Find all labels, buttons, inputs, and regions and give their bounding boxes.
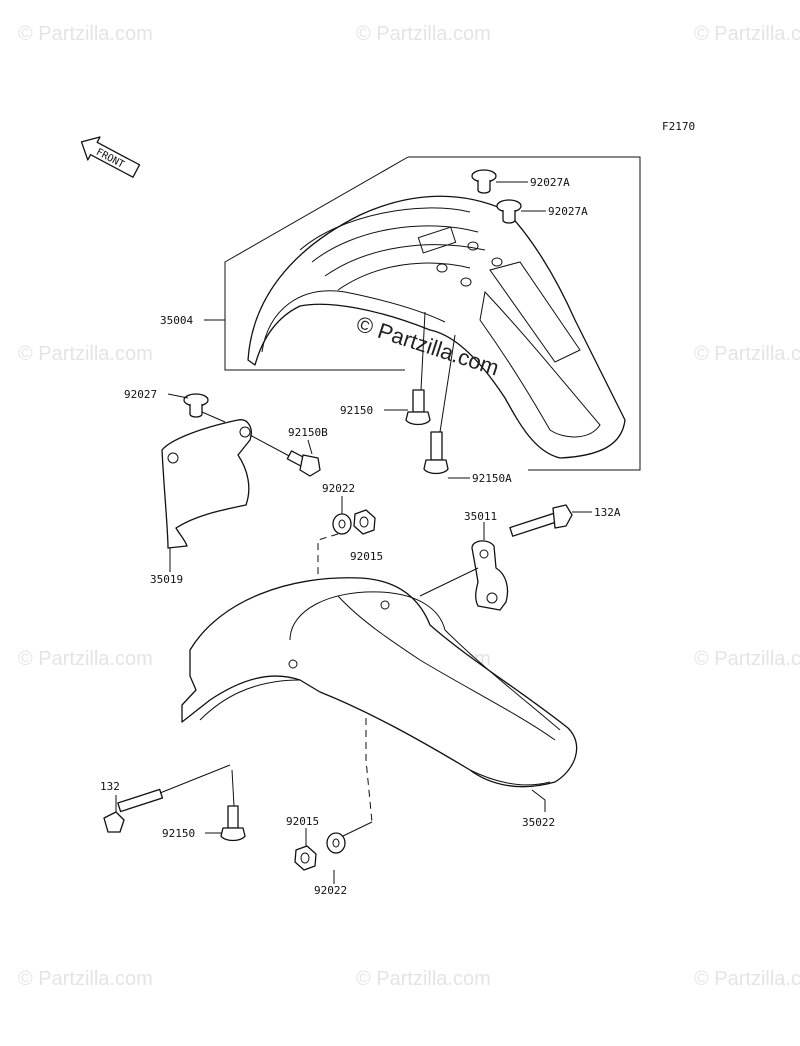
front-fender-35004 [247,195,626,459]
part-label-35004: 35004 [160,314,193,327]
grommet-92027a-1 [471,169,497,194]
nut-92015-bottom [294,845,317,871]
part-label-35019: 35019 [150,573,183,586]
watermark-text: © Partzilla.com [18,343,153,365]
front-arrow-icon: FRONT [80,136,141,178]
watermark-text: © Partzilla.com [356,968,491,990]
leader-line [159,764,231,794]
leader-line [531,789,546,812]
bolt-92150-top [405,311,431,426]
part-label-92027a: 92027A [548,205,588,218]
bracket-35011 [471,540,509,611]
bolt-92150-bottom [220,769,246,842]
washer-92022-bottom [326,832,346,854]
assembly-line [317,533,339,665]
part-label-35022: 35022 [522,816,555,829]
part-label-35011: 35011 [464,510,497,523]
watermark-text: © Partzilla.com [694,343,800,365]
watermark-text: © Partzilla.com [694,23,800,45]
nut-92015-top [353,509,376,535]
part-label-92027a: 92027A [530,176,570,189]
rear-fender-35022 [181,577,578,788]
bolt-92150b [249,434,321,477]
part-label-92015: 92015 [286,815,319,828]
leader-line [167,393,189,399]
part-label-92027: 92027 [124,388,157,401]
grommet-92027 [183,393,209,418]
watermark-text: © Partzilla.com [694,648,800,670]
group-box-35004 [408,156,641,471]
bolt-132a [509,504,573,537]
bolt-132 [103,788,164,833]
group-box-35004-left [224,156,409,371]
leader-line [342,821,373,837]
leader-line [419,567,479,597]
part-label-92015: 92015 [350,550,383,563]
part-label-92150b: 92150B [288,426,328,439]
watermark-text: © Partzilla.com [18,968,153,990]
part-label-92150a: 92150A [472,472,512,485]
bolt-92150a [423,334,456,475]
part-label-92150: 92150 [340,404,373,417]
leader-line [201,411,226,423]
washer-92022-top [332,513,352,535]
part-label-92022: 92022 [314,884,347,897]
diagram-code: F2170 [662,120,695,133]
part-label-132a: 132A [594,506,621,519]
watermark-text: © Partzilla.com [18,23,153,45]
part-label-92022: 92022 [322,482,355,495]
leader-line [307,439,313,455]
watermark-text: © Partzilla.com [694,968,800,990]
grommet-92027a-2 [496,199,522,224]
part-label-132: 132 [100,780,120,793]
watermark-text: © Partzilla.com [18,648,153,670]
watermark-text: © Partzilla.com [356,23,491,45]
plate-35019 [161,419,252,549]
part-label-92150: 92150 [162,827,195,840]
